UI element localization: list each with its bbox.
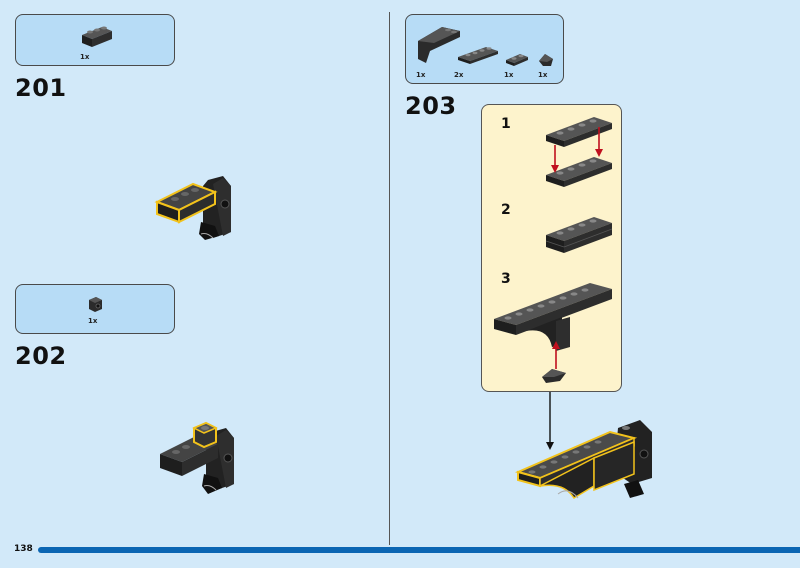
assembly-arrow <box>546 392 554 450</box>
substep-1-illustration <box>546 117 612 187</box>
step-number: 202 <box>15 342 67 370</box>
substep-number: 3 <box>501 271 511 287</box>
black-plate-1x4-icon <box>458 47 498 64</box>
step-number: 201 <box>15 74 67 102</box>
step-201-parts-box: 1x <box>15 14 175 66</box>
part-qty: 1x <box>538 71 548 79</box>
black-bracket-1x1-icon <box>89 297 102 312</box>
black-arch-slope-icon <box>418 27 460 63</box>
part-qty: 1x <box>88 317 98 325</box>
black-plate-1x2-icon <box>506 54 528 66</box>
step-201-assembly-illustration <box>154 176 231 240</box>
step-203-assembly-illustration <box>514 420 652 500</box>
part-qty: 1x <box>504 71 514 79</box>
substep-number: 1 <box>501 116 511 132</box>
step-number: 203 <box>405 92 457 120</box>
black-tile-icon <box>539 54 553 66</box>
substep-2-illustration <box>545 217 613 253</box>
substep-3-illustration <box>494 283 612 383</box>
step-203-parts-box: 1x 2x 1x 1x <box>405 14 564 84</box>
part-qty: 2x <box>454 71 464 79</box>
black-brick-1x3-icon <box>82 26 112 47</box>
part-qty: 1x <box>80 53 90 61</box>
substep-panel: 1 2 3 <box>481 104 622 392</box>
step-202-parts-box: 1x <box>15 284 175 334</box>
step-202-assembly-illustration <box>160 421 234 494</box>
page-number: 138 <box>14 544 33 554</box>
part-qty: 1x <box>416 71 426 79</box>
column-divider <box>389 12 390 545</box>
substep-number: 2 <box>501 202 511 218</box>
page-progress-bar <box>38 547 800 553</box>
